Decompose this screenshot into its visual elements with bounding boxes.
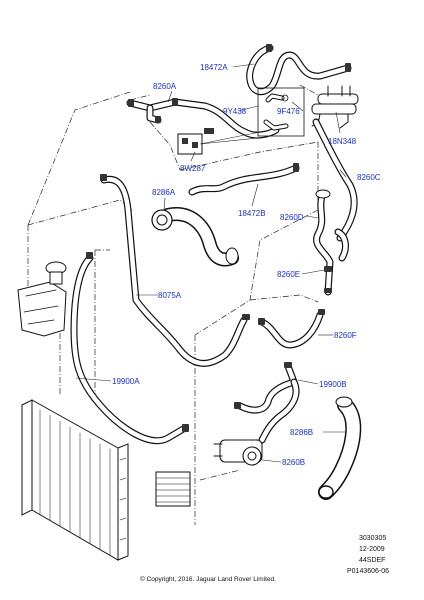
expansion-tank bbox=[17, 261, 67, 337]
label-8260c: 8260C bbox=[357, 173, 381, 182]
label-18n348: 18N348 bbox=[328, 137, 357, 146]
bracket-8w287 bbox=[177, 128, 214, 155]
hose-8260f bbox=[258, 309, 325, 349]
label-8w287: 8W287 bbox=[180, 164, 206, 173]
label-18472a: 18472A bbox=[200, 63, 228, 72]
label-9f476: 9F476 bbox=[277, 107, 300, 116]
part-labels: 18472A 8260A 9Y438 9F476 18N348 8W287 82… bbox=[112, 63, 381, 467]
hose-8286b bbox=[318, 396, 362, 500]
leader-lines bbox=[75, 63, 347, 463]
label-9y438: 9Y438 bbox=[223, 107, 247, 116]
reference-line-1: 3030305 bbox=[359, 535, 386, 542]
hose-8260a bbox=[126, 98, 280, 139]
hose-19900a bbox=[70, 252, 189, 445]
reference-line-4: P0143606-06 bbox=[347, 568, 389, 575]
label-8260d: 8260D bbox=[280, 213, 304, 222]
reference-line-3: 44SDEF bbox=[359, 557, 385, 564]
housing-8260b bbox=[213, 439, 263, 466]
hose-19900b bbox=[234, 362, 300, 444]
hose-18472b bbox=[188, 163, 300, 196]
hose-8075a bbox=[100, 174, 250, 367]
label-8260b: 8260B bbox=[282, 458, 305, 467]
label-19900b: 19900B bbox=[319, 380, 347, 389]
label-8260f: 8260F bbox=[334, 331, 357, 340]
manifold-18n348 bbox=[311, 85, 359, 129]
label-8260e: 8260E bbox=[277, 270, 300, 279]
reference-block: 3030305 12-2009 44SDEF P0143606-06 bbox=[347, 535, 389, 575]
label-8286b: 8286B bbox=[290, 428, 313, 437]
hose-8260c bbox=[312, 118, 358, 242]
copyright-text: © Copyright, 2016. Jaguar Land Rover Lim… bbox=[140, 575, 276, 583]
hose-8260d-8260e bbox=[313, 189, 349, 296]
kit-9y438-9f476 bbox=[257, 87, 305, 137]
label-8286a: 8286A bbox=[152, 188, 176, 197]
label-18472b: 18472B bbox=[238, 209, 266, 218]
oil-cooler bbox=[155, 471, 191, 507]
reference-line-2: 12-2009 bbox=[359, 546, 385, 553]
radiator bbox=[21, 399, 129, 561]
label-8075a: 8075A bbox=[158, 291, 182, 300]
hose-18472a bbox=[246, 44, 352, 96]
label-8260a: 8260A bbox=[153, 82, 177, 91]
label-19900a: 19900A bbox=[112, 377, 140, 386]
pump-8286a bbox=[151, 207, 239, 267]
